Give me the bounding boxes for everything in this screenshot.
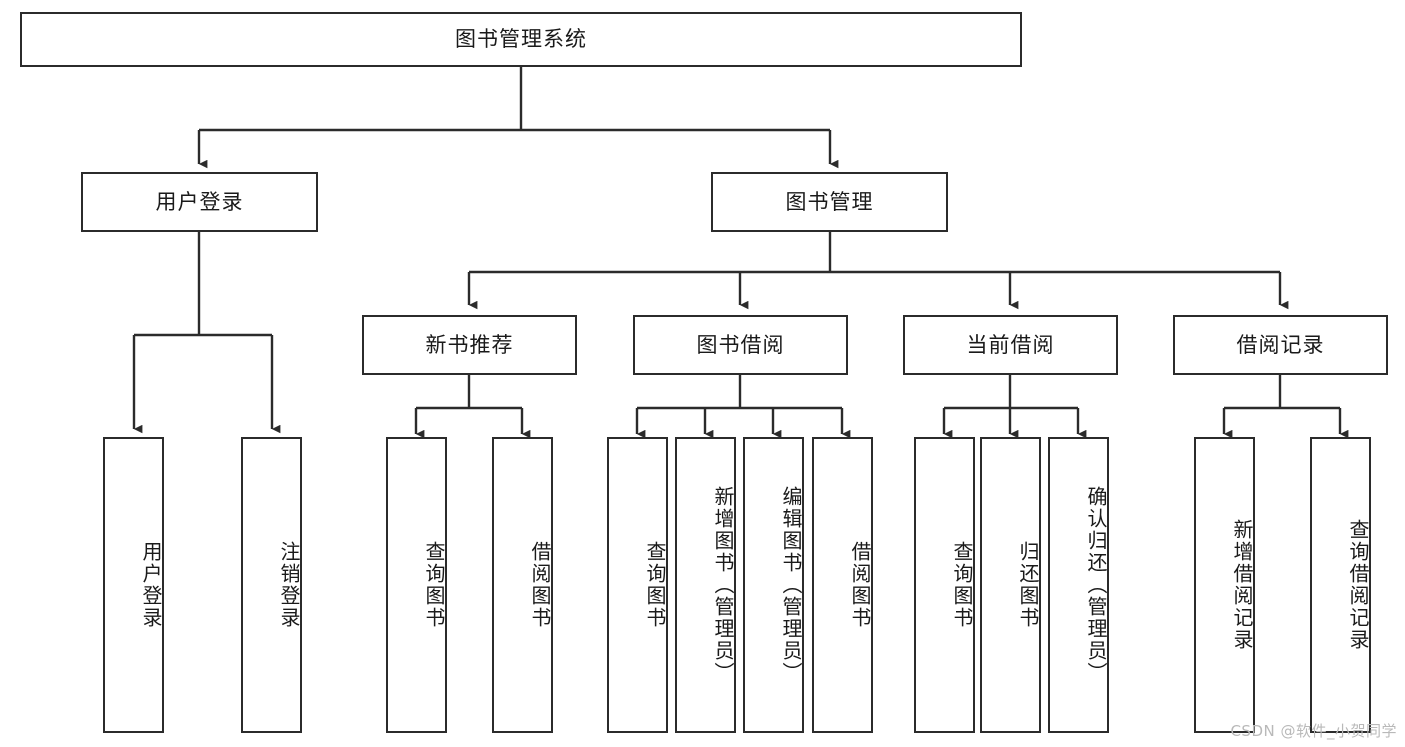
csdn-watermark: CSDN @软件_小贺同学 [1230,722,1397,740]
node-label: 注销登录 [277,541,301,629]
node-leaf-return-book[interactable]: 归还图书 [980,437,1041,733]
node-leaf-borrow-book-1[interactable]: 借阅图书 [492,437,553,733]
node-label: 查询图书 [950,541,974,629]
node-leaf-query-book-2[interactable]: 查询图书 [607,437,668,733]
node-leaf-edit-book[interactable]: 编辑图书（管理员） [743,437,804,733]
node-leaf-query-borrow-record[interactable]: 查询借阅记录 [1310,437,1371,733]
node-label: 归还图书 [1016,541,1040,629]
node-label: 图书借阅 [696,332,785,357]
node-label: 图书管理 [785,189,874,214]
node-label: 查询图书 [643,541,667,629]
node-label: 当前借阅 [966,332,1055,357]
node-label: 查询借阅记录 [1346,519,1370,651]
node-user-login[interactable]: 用户登录 [81,172,318,232]
node-borrow-record[interactable]: 借阅记录 [1173,315,1388,375]
node-leaf-add-book[interactable]: 新增图书（管理员） [675,437,736,733]
node-root-book-management-system[interactable]: 图书管理系统 [20,12,1022,67]
node-label: 确认归还（管理员） [1084,486,1108,684]
node-label: 编辑图书（管理员） [779,486,803,684]
node-leaf-borrow-book-2[interactable]: 借阅图书 [812,437,873,733]
node-label: 借阅图书 [848,541,872,629]
node-label: 用户登录 [139,541,163,629]
node-label: 新增图书（管理员） [711,486,735,684]
node-leaf-add-borrow-record[interactable]: 新增借阅记录 [1194,437,1255,733]
node-leaf-user-login[interactable]: 用户登录 [103,437,164,733]
node-label: 查询图书 [422,541,446,629]
node-label: 借阅图书 [528,541,552,629]
node-label: 图书管理系统 [455,27,587,52]
node-book-manage[interactable]: 图书管理 [711,172,948,232]
node-leaf-query-book-1[interactable]: 查询图书 [386,437,447,733]
node-label: 用户登录 [155,189,244,214]
node-leaf-query-book-3[interactable]: 查询图书 [914,437,975,733]
node-leaf-confirm-return[interactable]: 确认归还（管理员） [1048,437,1109,733]
node-new-book-recommend[interactable]: 新书推荐 [362,315,577,375]
node-leaf-logout-login[interactable]: 注销登录 [241,437,302,733]
node-label: 新书推荐 [425,332,514,357]
node-label: 新增借阅记录 [1230,519,1254,651]
node-book-borrow[interactable]: 图书借阅 [633,315,848,375]
node-label: 借阅记录 [1236,332,1325,357]
node-current-borrow[interactable]: 当前借阅 [903,315,1118,375]
